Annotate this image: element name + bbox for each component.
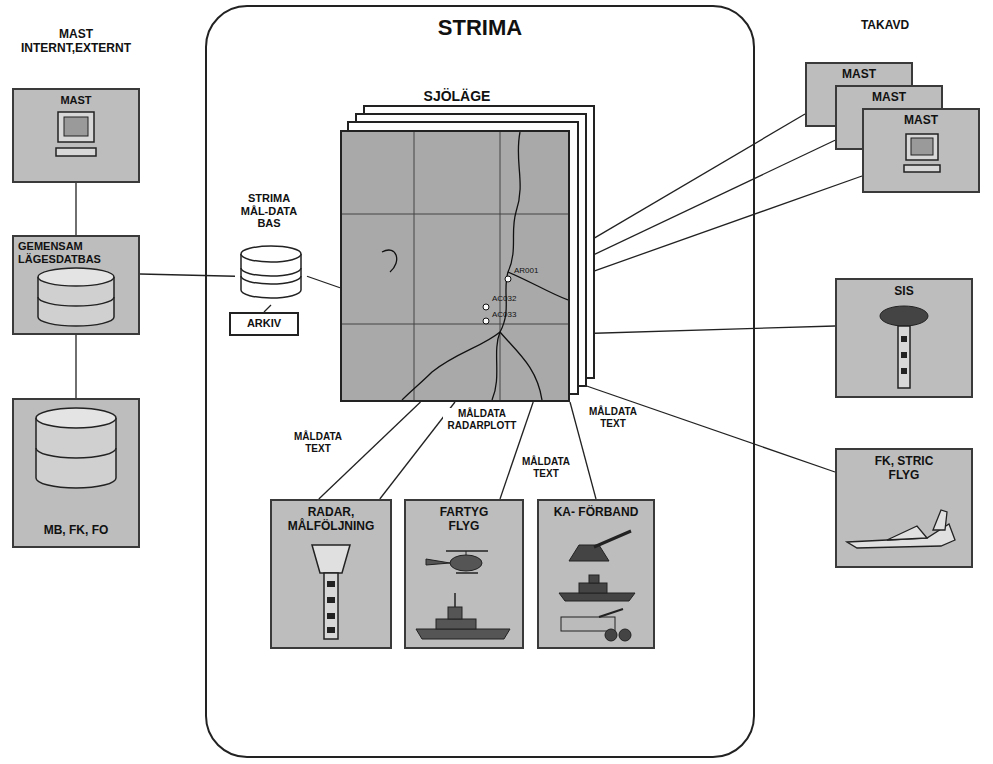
vessel-box: FARTYG FLYG [404, 499, 524, 649]
node-title: MAST [881, 114, 961, 128]
node-title: STRIMA MÅL-DATA BAS [234, 192, 304, 230]
radar-box: RADAR, MÅLFÖLJNING [270, 499, 392, 649]
connector-line [570, 114, 805, 252]
archive-box: ARKIV [229, 312, 299, 336]
edge-label: MÅLDATA TEXT [288, 431, 348, 455]
node-title: KA- FÖRBAND [541, 506, 651, 520]
node-title: SIS [854, 285, 954, 299]
track-label: AC032 [492, 294, 516, 303]
connector-line [570, 380, 835, 472]
node-title: FK, STRIC FLYG [866, 455, 942, 483]
node-title: RADAR, MÅLFÖLJNING [281, 506, 381, 534]
system-boundary: STRIMA SJÖLÄGE AR001AC032AC033 STRIMA MÅL… [205, 5, 755, 758]
target-database: STRIMA MÅL-DATA BAS [235, 190, 307, 305]
node-title: GEMENSAM LÄGESDATBAS [18, 240, 128, 265]
terminal-box: MAST [862, 108, 980, 193]
edge-label: MÅLDATA TEXT [584, 406, 642, 430]
edge-label: MÅLDATA RADARPLOTT [443, 408, 521, 432]
node-title: MB, FK, FO [18, 524, 134, 538]
artillery-box: KA- FÖRBAND [537, 499, 655, 649]
edge-label: MÅLDATA TEXT [519, 456, 573, 480]
group-heading: TAKAVD [861, 18, 909, 32]
coastal-artillery-icon [539, 501, 653, 647]
sensor-box: SIS [835, 278, 973, 398]
connector-line [307, 276, 340, 288]
connector-line [75, 335, 76, 398]
node-title: MAST [849, 91, 929, 105]
connector-line [140, 274, 235, 276]
connector-line [570, 176, 862, 280]
node-title: SJÖLÄGE [382, 88, 532, 104]
connector-line [264, 305, 271, 312]
node-title: STRIMA [380, 15, 580, 40]
connector-line [570, 326, 835, 334]
aircraft-box: FK, STRIC FLYG [835, 448, 973, 568]
database-box: MB, FK, FO [12, 398, 140, 548]
database-box: GEMENSAM LÄGESDATBAS [12, 235, 140, 335]
node-title: MAST INTERNT,EXTERNT [11, 28, 141, 56]
node-title: MAST [819, 68, 899, 82]
node-title: ARKIV [232, 317, 296, 330]
track-label: AR001 [514, 266, 538, 275]
track-label: AC033 [492, 310, 516, 319]
connector-line [75, 183, 76, 235]
connector-line [570, 140, 835, 266]
node-title: FARTYG FLYG [433, 506, 495, 534]
situation-map: SJÖLÄGEAR001AC032AC033 [340, 130, 570, 402]
terminal-box: MAST INTERNT,EXTERNTMAST [12, 88, 140, 183]
node-label: MAST [21, 94, 131, 107]
